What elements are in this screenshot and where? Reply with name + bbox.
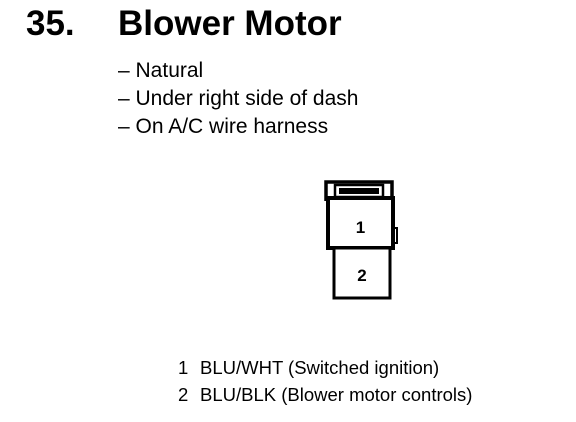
connector-side-clip — [393, 227, 398, 244]
pin-legend: 1 BLU/WHT (Switched ignition) 2 BLU/BLK (B… — [178, 354, 472, 408]
detail-item: – Under right side of dash — [118, 87, 359, 110]
legend-wire-description: BLU/BLK (Blower motor controls) — [200, 384, 473, 405]
pin-1-label: 1 — [356, 218, 365, 237]
legend-pin-number: 1 — [178, 357, 189, 378]
detail-item: – Natural — [118, 59, 204, 82]
component-number: 35. — [26, 4, 75, 43]
pin-2-label: 2 — [357, 266, 366, 285]
connector-diagram: 1 2 — [324, 180, 398, 300]
detail-item: – On A/C wire harness — [118, 115, 329, 138]
legend-row: 1 BLU/WHT (Switched ignition) — [178, 354, 472, 381]
legend-row: 2 BLU/BLK (Blower motor controls) — [178, 381, 472, 408]
connector-pin-2: 2 — [332, 246, 392, 300]
legend-pin-number: 2 — [178, 384, 189, 405]
location-details: – Natural – Under right side of dash – O… — [118, 57, 358, 141]
legend-wire-description: BLU/WHT (Switched ignition) — [200, 357, 440, 378]
component-title: Blower Motor — [118, 4, 342, 43]
connector-pin-1: 1 — [326, 196, 395, 250]
